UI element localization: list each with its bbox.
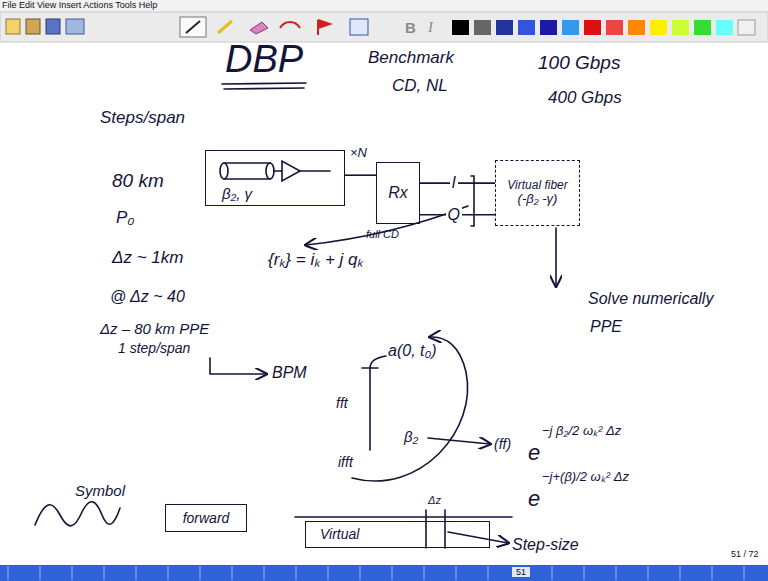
step-note: Δz ~ 1km [112, 248, 183, 268]
toolbar [0, 12, 768, 42]
forward-line [295, 516, 512, 518]
step-size-symbol: Δz [428, 494, 441, 507]
symbol-waveform [35, 502, 120, 526]
note: Symbol [75, 482, 125, 499]
leader-arrow [448, 532, 508, 543]
bitrate: 100 Gbps [538, 52, 620, 74]
note: CD, NL [392, 76, 448, 96]
step-note: Δz – 80 km PPE [100, 320, 209, 337]
note: Solve numerically [588, 290, 713, 308]
signal-name: Q [446, 206, 462, 224]
page-number: 51 [512, 567, 530, 577]
receiver-box: Rx [376, 162, 420, 224]
note: Step-size [512, 536, 579, 554]
node-text: (-β₂ -γ) [518, 192, 558, 207]
flow-arrow [555, 228, 557, 286]
note: Benchmark [368, 48, 454, 68]
title-underline [222, 83, 306, 84]
signal-name: I [450, 174, 458, 192]
menu-text: File Edit View Insert Actions Tools Help [2, 0, 157, 10]
exponent-base: e [528, 486, 540, 511]
node-text: Rx [388, 184, 408, 202]
note: full CD [366, 228, 399, 241]
operation: (ff) [494, 436, 511, 452]
field-symbol: a(0, t₀) [388, 342, 437, 360]
exponent-base: e [528, 440, 540, 465]
launch-power: P₀ [116, 208, 135, 228]
title-underline [224, 88, 304, 89]
note: Steps/span [100, 108, 185, 128]
step-mark [425, 510, 427, 548]
virtual-fiber-box: Virtual fiber(-β₂ -γ) [495, 160, 580, 226]
leader-arrow [306, 206, 468, 245]
node-text: Virtual [320, 526, 359, 542]
color-palette [452, 20, 755, 35]
toolbar-bold: B [405, 19, 416, 36]
step-note: 1 step/span [118, 340, 190, 356]
exponent: −j+(β)/2 ωₖ² Δz [542, 470, 629, 485]
step-note: @ Δz ~ 40 [110, 288, 185, 306]
flow-arrow [210, 358, 266, 374]
fiber-span-symbol [220, 161, 330, 181]
exponent: −j β₂/2 ωₖ² Δz [542, 424, 621, 439]
operation: ifft [338, 454, 353, 470]
toolbar-italic: I [428, 19, 433, 36]
flow-arrow [428, 438, 490, 444]
note: PPE [590, 318, 622, 336]
toolbar-icons [6, 17, 368, 37]
step-mark [444, 510, 446, 548]
slide-title: DBP [225, 38, 303, 82]
parameter: β₂ [404, 428, 418, 445]
sample-formula: {rₖ} = iₖ + j qₖ [268, 250, 364, 270]
node-text: Virtual fiber [507, 179, 567, 193]
page-bar [0, 565, 768, 581]
forward-box: forward [165, 504, 247, 532]
signal-line [345, 174, 376, 176]
menu-bar [0, 0, 768, 12]
page-bar-ticks [8, 566, 744, 580]
operation: fft [336, 395, 348, 411]
loop-arrow [352, 337, 468, 481]
bitrate: 400 Gbps [548, 88, 622, 108]
note: BPM [272, 364, 307, 382]
page-number: 51 / 72 [731, 549, 759, 559]
fiber-span-box: β₂, γ [205, 150, 345, 206]
span-length: 80 km [112, 170, 164, 192]
loop-line [370, 356, 386, 450]
loop-tick [362, 367, 378, 369]
node-text: β₂, γ [222, 185, 252, 202]
node-text: forward [183, 510, 230, 526]
virtual-box: Virtual [305, 521, 490, 548]
span-count: ×N [350, 146, 367, 161]
